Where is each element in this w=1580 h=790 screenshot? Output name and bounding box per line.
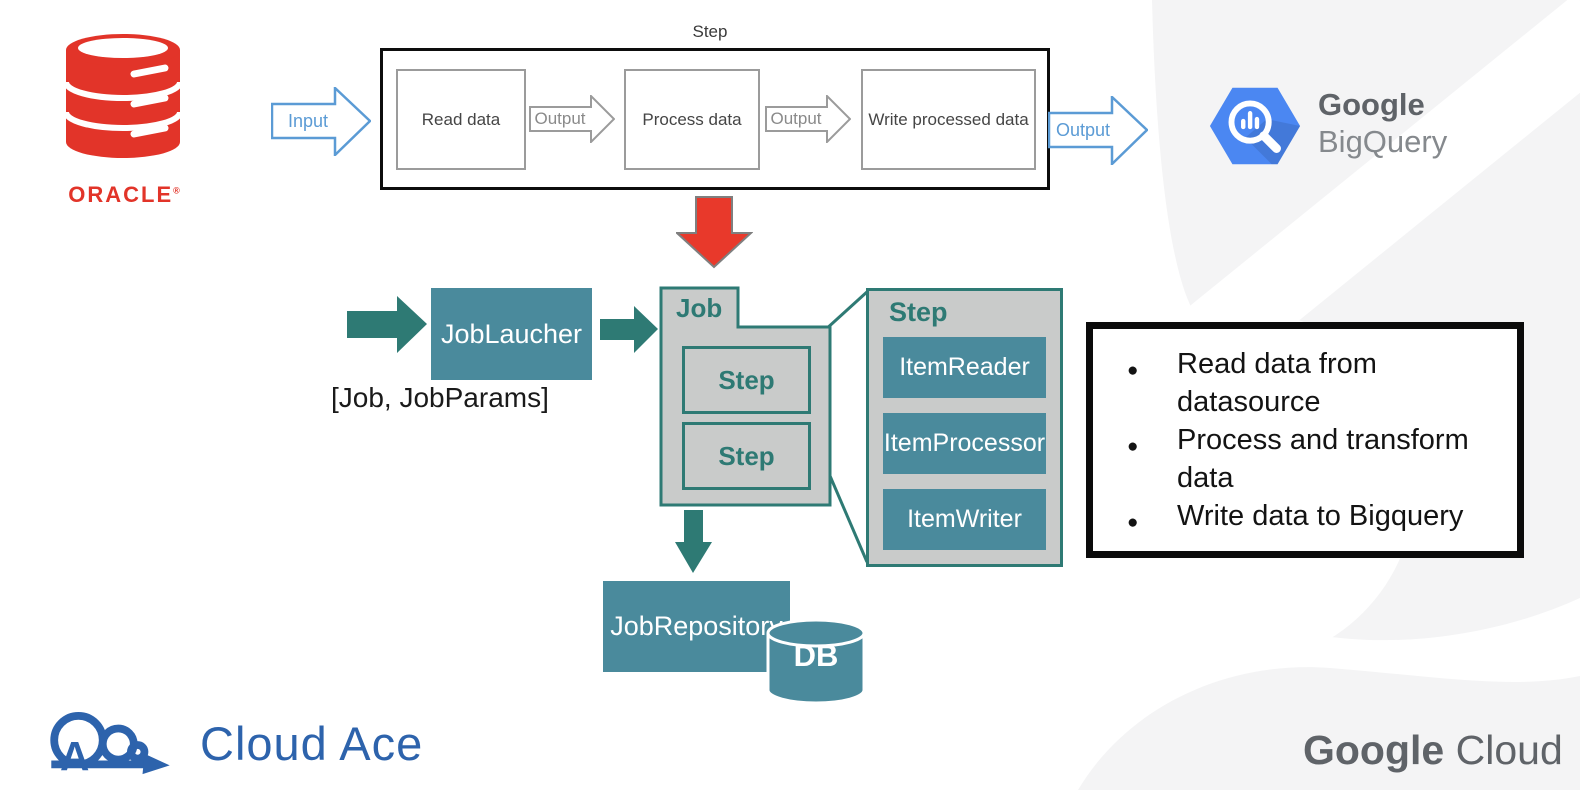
output-arrow-1-label: Output <box>534 109 586 128</box>
notes-box: Read data from datasource Process and tr… <box>1086 322 1524 558</box>
cloud-ace-monogram: A <box>60 733 89 779</box>
final-output-arrow-label: Output <box>1055 119 1111 140</box>
notes-list: Read data from datasource Process and tr… <box>1093 345 1517 542</box>
item-writer-box: ItemWriter <box>883 489 1046 550</box>
joblauncher-box: JobLaucher <box>431 288 592 380</box>
jobparams-label: [Job, JobParams] <box>331 382 549 413</box>
bigquery-wordmark: Google BigQuery <box>1318 86 1447 160</box>
google-cloud-wordmark: Google Cloud <box>1303 727 1563 774</box>
oracle-wordmark: ORACLE® <box>68 182 182 207</box>
teal-arrow-to-launcher-icon <box>347 296 427 353</box>
job-step-1: Step <box>682 346 811 414</box>
note-bullet-2: Process and transform data <box>1113 421 1491 497</box>
job-folder-label: Job <box>676 293 723 323</box>
output-arrow-2-icon <box>765 93 852 145</box>
item-processor-box: ItemProcessor <box>883 413 1046 474</box>
teal-down-arrow-icon <box>675 510 712 573</box>
jobrepository-box: JobRepository <box>603 581 790 672</box>
job-step-2: Step <box>682 422 811 490</box>
stage-write-data: Write processed data <box>861 69 1036 170</box>
db-cylinder-icon <box>766 618 866 705</box>
final-output-arrow: Output <box>1047 94 1149 167</box>
step-pipeline-box: Read data Output Process data Output Wri… <box>380 48 1050 190</box>
final-output-arrow-icon <box>1047 94 1149 167</box>
note-bullet-3: Write data to Bigquery <box>1113 497 1491 542</box>
output-arrow-1-icon <box>529 93 616 145</box>
input-arrow-label: Input <box>287 110 329 131</box>
cloud-ace-logo-icon: A <box>31 712 190 783</box>
db-label: DB <box>793 638 839 673</box>
step-detail-title: Step <box>889 297 948 327</box>
teal-arrow-to-job-icon <box>600 306 658 353</box>
google-cloud-google-text: Google <box>1303 727 1445 773</box>
output-arrow-2: Output <box>765 93 852 145</box>
bigquery-product-text: BigQuery <box>1318 124 1448 159</box>
output-arrow-1: Output <box>529 93 616 145</box>
oracle-reg-mark: ® <box>173 185 182 196</box>
google-cloud-cloud-text: Cloud <box>1455 727 1563 773</box>
stage-process-data: Process data <box>624 69 760 170</box>
stage-read-data: Read data <box>396 69 526 170</box>
oracle-database-icon <box>63 34 183 158</box>
item-reader-box: ItemReader <box>883 337 1046 398</box>
output-arrow-2-label: Output <box>770 109 822 128</box>
step-pipeline-title: Step <box>692 22 728 41</box>
input-arrow: Input <box>270 85 372 158</box>
input-arrow-icon <box>270 85 372 158</box>
cloud-ace-wordmark: Cloud Ace <box>200 717 424 770</box>
red-down-arrow-icon <box>676 196 753 269</box>
note-bullet-1: Read data from datasource <box>1113 345 1491 421</box>
bigquery-brand-text: Google <box>1318 87 1425 122</box>
bigquery-logo-icon <box>1209 87 1301 165</box>
step-detail-box: Step ItemReader ItemProcessor ItemWriter <box>866 288 1063 567</box>
